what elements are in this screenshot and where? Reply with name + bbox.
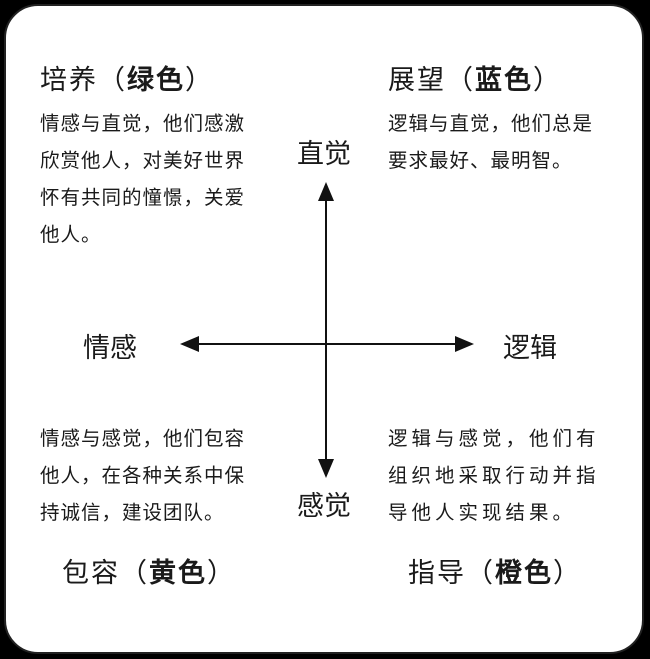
arrow-down-head: [318, 459, 334, 478]
paren-close: ）: [533, 65, 562, 96]
quadrant-name: 包容: [62, 558, 120, 589]
quadrant-name: 培养: [40, 65, 98, 96]
quadrant-bottom-left: 情感与感觉，他们包容 他人，在各种关系中保 持诚信，建设团队。 包容（黄色）: [40, 420, 280, 590]
paren-close: ）: [185, 65, 214, 96]
quadrant-title: 包容（黄色）: [62, 551, 280, 590]
quadrant-name: 展望: [388, 65, 446, 96]
quadrant-description: 逻辑与感觉，他们有 组织地采取行动并指 导他人实现结果。: [388, 420, 628, 531]
description-line: 要求最好、最明智。: [388, 149, 573, 172]
quadrant-color: 橙色: [495, 558, 553, 589]
quadrant-top-left: 培养（绿色） 情感与直觉，他们感激 欣赏他人，对美好世界 怀有共同的憧憬，关爱 …: [40, 58, 280, 253]
description-line: 组织地采取行动并指: [388, 464, 600, 487]
axis-label-right: 逻辑: [503, 333, 557, 364]
paren-open: （: [466, 558, 495, 589]
diagram-panel: [4, 4, 644, 654]
description-line: 怀有共同的憧憬，关爱: [40, 186, 246, 209]
paren-close: ）: [553, 558, 582, 589]
quadrant-description: 逻辑与直觉，他们总是 要求最好、最明智。: [388, 105, 628, 179]
description-line: 欣赏他人，对美好世界: [40, 149, 246, 172]
arrow-left-head: [180, 336, 199, 352]
arrow-right-head: [455, 336, 474, 352]
quadrant-color: 蓝色: [475, 65, 533, 96]
paren-close: ）: [207, 558, 236, 589]
description-line: 逻辑与感觉，他们有: [388, 427, 600, 450]
paren-open: （: [446, 65, 475, 96]
quadrant-title: 展望（蓝色）: [388, 58, 628, 97]
quadrant-top-right: 展望（蓝色） 逻辑与直觉，他们总是 要求最好、最明智。: [388, 58, 628, 179]
description-line: 情感与感觉，他们包容: [40, 427, 246, 450]
description-line: 他人。: [40, 223, 102, 246]
axis-label-left: 情感: [83, 333, 137, 364]
axis-label-bottom: 感觉: [297, 491, 351, 522]
quadrant-name: 指导: [408, 558, 466, 589]
quadrant-description: 情感与直觉，他们感激 欣赏他人，对美好世界 怀有共同的憧憬，关爱 他人。: [40, 105, 280, 253]
paren-open: （: [98, 65, 127, 96]
description-line: 情感与直觉，他们感激: [40, 112, 246, 135]
quadrant-title: 指导（橙色）: [408, 551, 628, 590]
quadrant-color: 黄色: [149, 558, 207, 589]
arrow-up-head: [318, 182, 334, 201]
description-line: 逻辑与直觉，他们总是: [388, 112, 594, 135]
quadrant-title: 培养（绿色）: [40, 58, 280, 97]
description-line: 导他人实现结果。: [388, 501, 577, 524]
quadrant-description: 情感与感觉，他们包容 他人，在各种关系中保 持诚信，建设团队。: [40, 420, 280, 531]
description-line: 持诚信，建设团队。: [40, 501, 225, 524]
quadrant-color: 绿色: [127, 65, 185, 96]
description-line: 他人，在各种关系中保: [40, 464, 246, 487]
axis-label-top: 直觉: [297, 139, 351, 170]
quadrant-bottom-right: 逻辑与感觉，他们有 组织地采取行动并指 导他人实现结果。 指导（橙色）: [388, 420, 628, 590]
paren-open: （: [120, 558, 149, 589]
